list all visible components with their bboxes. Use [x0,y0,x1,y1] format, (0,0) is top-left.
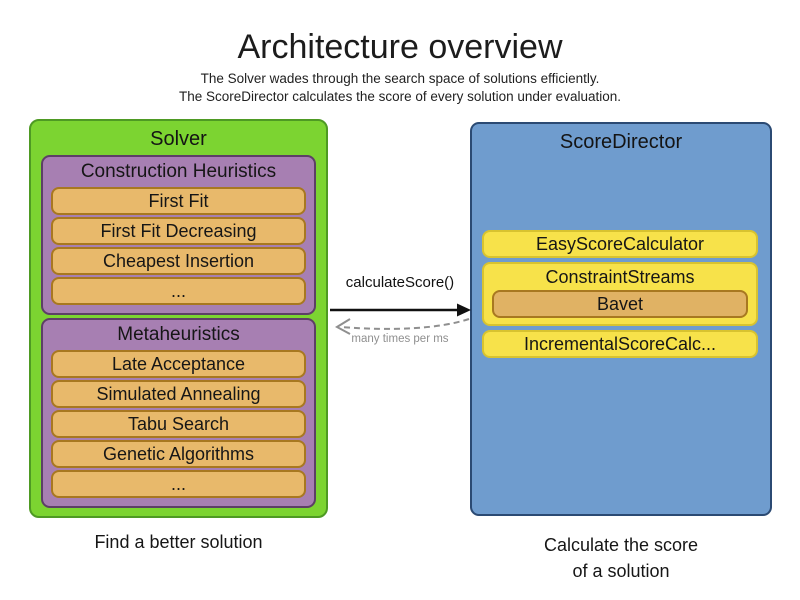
metaheuristics-title: Metaheuristics [117,324,240,345]
scoredirector-caption-line1: Calculate the score [543,535,699,555]
return-dashed-arrow-line [340,318,470,330]
subtitle-solver: The Solver wades through the search spac… [200,71,600,86]
scoredirector-caption-line2: of a solution [572,561,670,581]
subtitle-scoredirector: The ScoreDirector calculates the score o… [179,89,621,104]
algorithm-item-first-fit: First Fit [51,187,306,215]
calculate-score-arrowhead [457,303,471,317]
scoredirector-title: ScoreDirector [559,131,683,153]
page-title: Architecture overview [237,28,563,66]
algorithm-item-late-acceptance: Late Acceptance [51,350,306,378]
calculator-stack: EasyScoreCalculator ConstraintStreams Ba… [482,230,758,362]
frequency-label: many times per ms [351,333,449,345]
algorithm-item-simulated-annealing: Simulated Annealing [51,380,306,408]
return-dashed-arrowhead [334,318,351,335]
calculator-constraint-streams: ConstraintStreams Bavet [482,262,758,326]
constraint-streams-bavet: Bavet [492,290,748,318]
solver-title: Solver [150,128,207,150]
metaheuristics-group: Metaheuristics Late Acceptance Simulated… [41,318,316,508]
construction-heuristics-title: Construction Heuristics [80,161,277,182]
algorithm-item-first-fit-decreasing: First Fit Decreasing [51,217,306,245]
calculator-incremental-score: IncrementalScoreCalc... [482,330,758,358]
scoredirector-panel: ScoreDirector EasyScoreCalculator Constr… [470,122,772,516]
calculator-easy-score: EasyScoreCalculator [482,230,758,258]
calculator-label: EasyScoreCalculator [535,234,705,254]
algorithm-item-ellipsis: ... [51,277,306,305]
calculate-score-label: calculateScore() [345,274,455,291]
algorithm-item-tabu-search: Tabu Search [51,410,306,438]
solver-panel: Solver Construction Heuristics First Fit… [29,119,328,518]
solver-caption: Find a better solution [94,532,263,552]
algorithm-item-cheapest-insertion: Cheapest Insertion [51,247,306,275]
scoredirector-caption: Calculate the score of a solution [470,532,772,584]
algorithm-item-ellipsis: ... [51,470,306,498]
solver-to-scoredirector-arrows [330,303,471,335]
calculator-label: IncrementalScoreCalc... [523,334,717,354]
calculator-label: ConstraintStreams [545,267,695,287]
construction-heuristics-group: Construction Heuristics First Fit First … [41,155,316,315]
algorithm-item-genetic-algorithms: Genetic Algorithms [51,440,306,468]
